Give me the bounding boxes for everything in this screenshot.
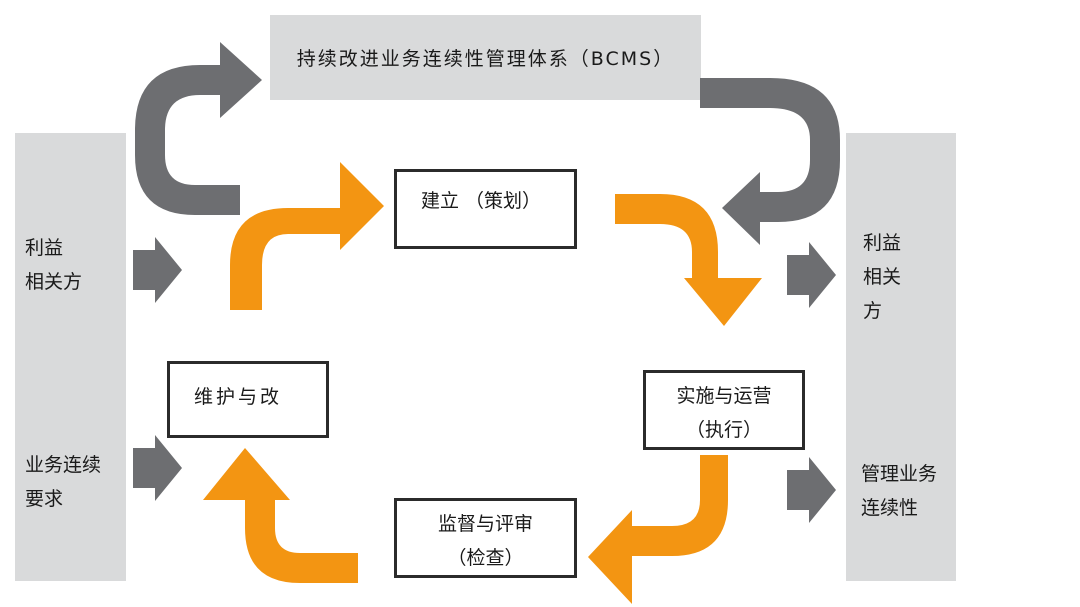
- gray-chevron-left-lower: [133, 435, 182, 501]
- gray-chevron-right-upper: [787, 242, 836, 308]
- monitor-stage-label: 监督与评审: [437, 513, 533, 535]
- plan-stage-box: 建立 （策划）: [394, 169, 577, 249]
- bcms-banner-title: 持续改进业务连续性管理体系（BCMS）: [296, 48, 675, 70]
- improve-stage-box: 维护与改: [167, 361, 329, 438]
- operate-stage-label: 实施与运营: [676, 385, 772, 407]
- improve-stage-label: 维护与改: [194, 386, 283, 408]
- left-input-panel: [15, 133, 126, 581]
- gray-loop-arrow-left: [135, 42, 262, 215]
- operate-stage-sublabel: （执行）: [685, 419, 762, 441]
- orange-arrow-operate-to-monitor: [588, 455, 728, 604]
- bcms-banner: 持续改进业务连续性管理体系（BCMS）: [270, 15, 701, 100]
- orange-arrow-monitor-to-improve: [203, 448, 358, 583]
- orange-arrow-improve-to-plan: [230, 162, 384, 310]
- right-managed-continuity-label: 管理业务 连续性: [861, 463, 938, 519]
- gray-loop-arrow-right: [700, 78, 840, 245]
- monitor-stage-sublabel: （检查）: [447, 547, 524, 569]
- gray-chevron-right-lower: [787, 457, 836, 523]
- left-requirements-label: 业务连续 要求: [25, 454, 102, 510]
- right-stakeholders-label: 利益 相关 方: [863, 232, 902, 322]
- operate-stage-box: 实施与运营 （执行）: [643, 370, 805, 450]
- left-stakeholders-label: 利益 相关方: [25, 237, 83, 293]
- orange-arrow-plan-to-operate: [615, 194, 762, 326]
- plan-stage-label: 建立 （策划）: [421, 190, 542, 212]
- right-output-panel: [846, 133, 956, 581]
- gray-chevron-left-upper: [133, 237, 182, 303]
- monitor-stage-box: 监督与评审 （检查）: [394, 498, 577, 578]
